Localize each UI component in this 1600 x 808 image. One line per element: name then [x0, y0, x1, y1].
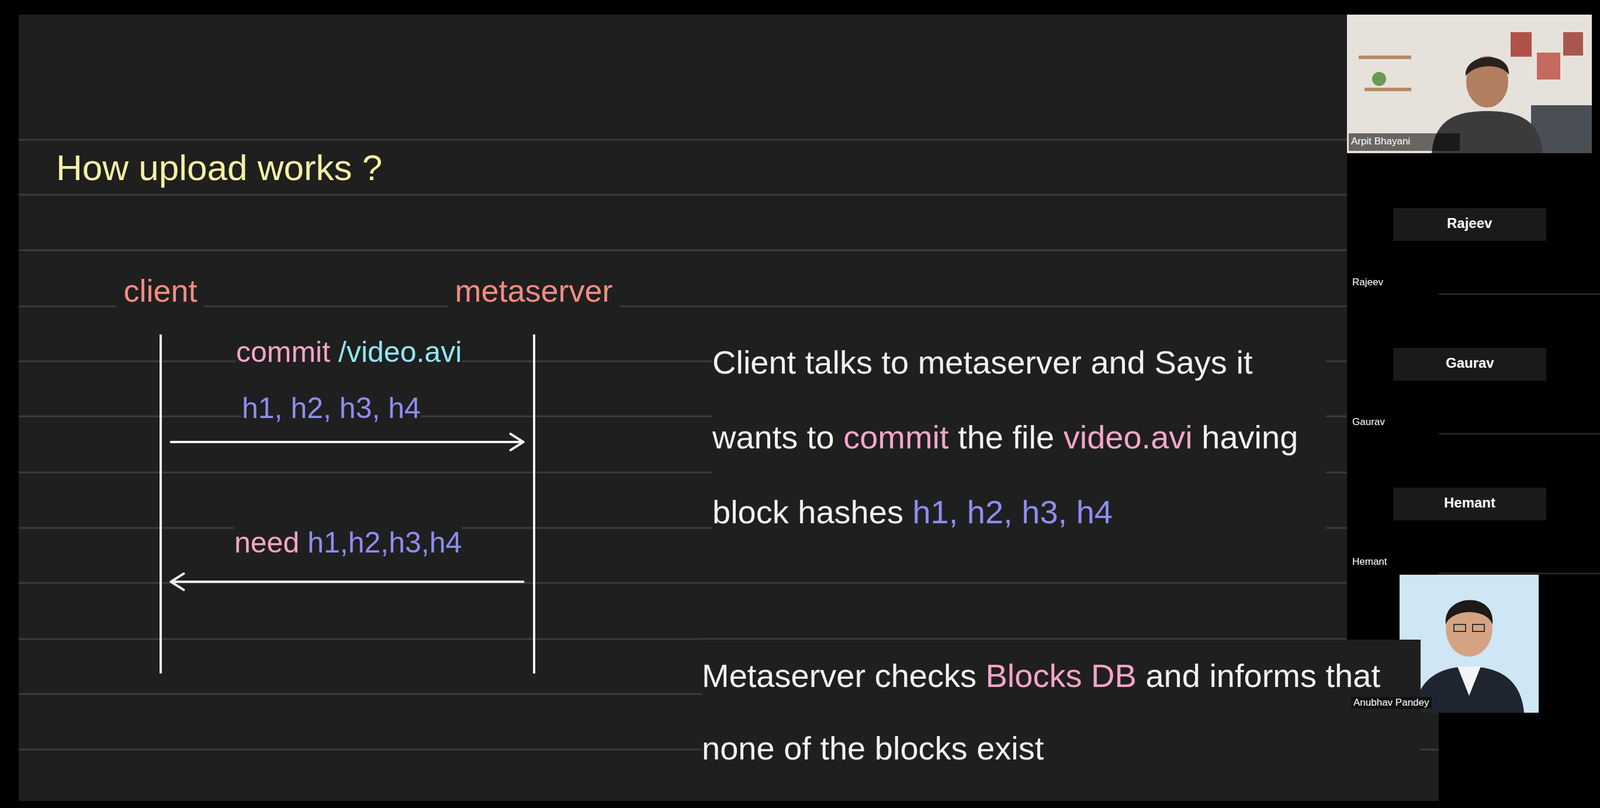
- text-run: h2,: [967, 493, 1013, 531]
- text-run: h4: [1076, 493, 1113, 531]
- text-run: checks: [874, 656, 977, 694]
- text-run: video.avi: [1063, 418, 1193, 456]
- name-tile: [1393, 347, 1547, 381]
- text-run: need: [234, 525, 300, 559]
- text-run: Client: [712, 343, 796, 381]
- text-run: that: [1325, 656, 1381, 694]
- participant-name: Rajeev: [1352, 276, 1384, 289]
- ruled-line: [18, 305, 1347, 308]
- participant-name: Anubhav Pandey: [1351, 696, 1432, 709]
- text-run: Says: [1154, 343, 1228, 381]
- lifeline-label: metaserver: [447, 269, 621, 311]
- text-run: talks: [805, 343, 873, 381]
- arrow-head: [171, 573, 185, 590]
- ruled-line: [18, 249, 1347, 252]
- note-text: Metaserver checks Blocks DB and informs …: [701, 639, 1421, 785]
- text-run: having: [1201, 418, 1298, 456]
- glasses: [1472, 624, 1485, 632]
- text-run: to: [881, 343, 909, 381]
- ruled-line: [18, 194, 1347, 196]
- text-run: and: [1090, 343, 1145, 381]
- text-run: it: [1235, 343, 1253, 381]
- shelf: [1358, 55, 1412, 60]
- text-run: commit: [843, 418, 949, 456]
- text-run: file: [1012, 418, 1055, 456]
- text-run: of: [783, 729, 812, 767]
- tile-divider: [1438, 572, 1600, 575]
- canvas: [18, 14, 1347, 801]
- name-tile: [1393, 208, 1547, 241]
- text-run: exist: [976, 729, 1044, 767]
- lifeline: [159, 334, 162, 674]
- text-run: block: [712, 493, 789, 531]
- text-run: hashes: [797, 493, 904, 531]
- text-run: h4: [388, 391, 421, 425]
- participant-name: Gaurav: [1352, 416, 1385, 428]
- name-tile: [1393, 487, 1547, 521]
- message-label: commit /video.avi: [236, 334, 462, 370]
- participant-name: Arpit Bhayani: [1351, 135, 1411, 148]
- lifeline: [532, 334, 536, 674]
- hash-list: h1, h2, h3, h4: [241, 390, 421, 426]
- text-run: the: [819, 729, 866, 767]
- text-run: metaserver: [918, 343, 1082, 381]
- video-tile: [1346, 14, 1592, 154]
- photo-frame: [1563, 32, 1584, 56]
- text-run: blocks: [874, 729, 968, 767]
- text-run: h1,h2,h3,h4: [307, 525, 462, 559]
- text-run: /video.avi: [338, 335, 462, 369]
- tile-divider: [1438, 293, 1600, 296]
- lifeline-label: client: [116, 269, 205, 311]
- text-run: none: [701, 729, 775, 767]
- arrow-line: [171, 580, 524, 583]
- text-run: h1,: [912, 493, 958, 531]
- video-wall: [1346, 14, 1592, 154]
- text-run: the: [957, 418, 1004, 456]
- person-head: [1445, 600, 1493, 657]
- text-run: informs: [1209, 656, 1317, 694]
- message-arrow: [171, 433, 524, 450]
- text-run: h3,: [339, 391, 381, 425]
- glasses: [1453, 624, 1466, 632]
- photo-frame: [1536, 52, 1561, 80]
- text-run: h1,: [241, 391, 283, 425]
- lifeline-node: client: [116, 269, 205, 674]
- ruled-line: [18, 139, 1347, 141]
- text-run: Blocks: [985, 656, 1083, 694]
- arrow-head: [510, 433, 524, 450]
- ruled-line: [18, 582, 1347, 584]
- text-run: to: [807, 418, 835, 456]
- text-run: commit: [236, 335, 331, 369]
- text-run: wants: [712, 418, 798, 456]
- tile-divider: [1438, 433, 1600, 435]
- participant-name: Rajeev: [1446, 215, 1492, 232]
- text-run: and: [1145, 656, 1200, 694]
- message-label: need h1,h2,h3,h4: [234, 524, 462, 560]
- lifeline-node: metaserver: [447, 269, 621, 674]
- message-arrow: [171, 573, 524, 590]
- arrow-line: [171, 440, 524, 443]
- note-text: Client talks to metaserver and Says it w…: [712, 324, 1326, 550]
- ruled-lines: [18, 139, 1439, 750]
- participant-name: Hemant: [1352, 555, 1388, 568]
- shelf: [1364, 87, 1412, 92]
- photo-frame: [1510, 32, 1532, 57]
- person-hair: [1465, 57, 1509, 76]
- text-run: DB: [1091, 656, 1137, 694]
- person-shirt: [1457, 666, 1481, 696]
- plant: [1372, 71, 1387, 86]
- text-run: Metaserver: [701, 656, 866, 694]
- text-run: h3,: [1021, 493, 1068, 531]
- text-run: h2,: [290, 391, 332, 425]
- title: How upload works ?: [56, 146, 383, 190]
- participant-name: Gaurav: [1445, 354, 1495, 372]
- name-bar: [1348, 133, 1460, 151]
- participant-name: Hemant: [1443, 494, 1496, 512]
- person-hair: [1445, 599, 1494, 625]
